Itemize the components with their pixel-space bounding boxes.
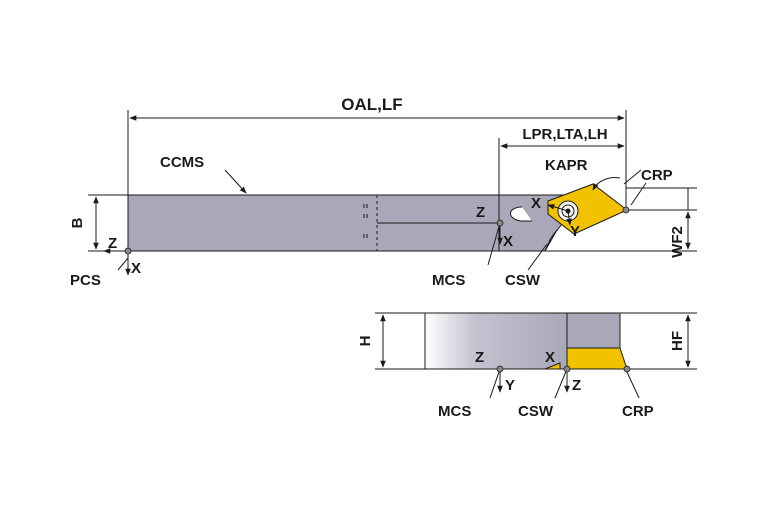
crp-top-leader <box>630 182 647 206</box>
head-side-view <box>566 312 621 349</box>
ccms-leader <box>224 169 247 194</box>
insert-side-view <box>566 347 628 370</box>
y-insert-label: Y <box>570 223 580 240</box>
crp-point-top <box>622 206 630 214</box>
crp-side-label: CRP <box>622 403 654 420</box>
lpr-label: LPR,LTA,LH <box>522 126 607 143</box>
oal-lf-label: OAL,LF <box>341 95 402 114</box>
head-gap <box>544 229 558 252</box>
csw-axes-side <box>554 368 570 399</box>
ccms-label: CCMS <box>160 154 204 171</box>
wf2-label: WF2 <box>669 226 686 258</box>
mcs-point-top <box>496 219 504 227</box>
crp-top-label: CRP <box>641 167 673 184</box>
csw-leader-top <box>527 243 548 271</box>
crp-point-side <box>623 365 631 373</box>
mcs-axes-side <box>489 368 503 399</box>
mcs-point-side <box>496 365 504 373</box>
h-label: H <box>357 336 374 347</box>
oal-dimension <box>127 110 627 208</box>
b-label: B <box>69 217 86 228</box>
pcs-point <box>124 247 132 255</box>
mcs-side-label: MCS <box>438 403 471 420</box>
hf-label: HF <box>669 331 686 351</box>
mcs-top-label: MCS <box>432 272 465 289</box>
chip-groove <box>510 206 532 222</box>
lpr-dimension <box>498 138 625 195</box>
x-side-csw-label: X <box>545 349 555 366</box>
inner-ticks <box>363 195 500 251</box>
wf2-dimension <box>500 188 697 252</box>
csw-point-side <box>563 365 571 373</box>
z-side-csw-label: Z <box>572 377 581 394</box>
kapr-label: KAPR <box>545 157 588 174</box>
shank-side-view <box>424 312 568 370</box>
kapr-arc <box>592 169 642 191</box>
clamp-screw-mid <box>561 204 575 218</box>
insert-axes <box>547 204 572 226</box>
x-insert-label: X <box>531 195 541 212</box>
pcs-label: PCS <box>70 272 101 289</box>
pcs-axes <box>103 248 131 276</box>
z-side-mcs-label: Z <box>475 349 484 366</box>
y-side-mcs-label: Y <box>505 377 515 394</box>
crp-side-leader <box>626 371 640 399</box>
x-pcs-label: X <box>131 260 141 277</box>
z-pcs-label: Z <box>108 235 117 252</box>
x-mcs-label: X <box>503 233 513 250</box>
csw-side-label: CSW <box>518 403 554 420</box>
csw-top-label: CSW <box>505 272 541 289</box>
z-mcs-label: Z <box>476 204 485 221</box>
